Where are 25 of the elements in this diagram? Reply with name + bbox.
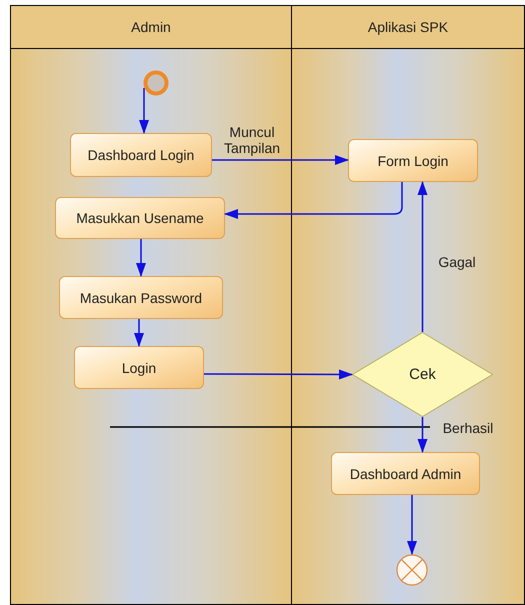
arrow bbox=[136, 239, 146, 277]
swimlane bbox=[291, 5, 525, 605]
activity-box: Dashboard Admin bbox=[331, 452, 480, 495]
decision-diamond: Cek bbox=[352, 332, 493, 417]
activity-box: Dashboard Login bbox=[70, 133, 212, 177]
edge-label: Berhasil bbox=[442, 420, 494, 436]
final-node bbox=[396, 554, 428, 586]
arrow bbox=[134, 319, 144, 347]
activity-box: Form Login bbox=[348, 139, 478, 182]
arrow bbox=[212, 155, 349, 165]
arrow bbox=[139, 88, 149, 134]
edge-label: Muncul Tampilan bbox=[222, 124, 282, 156]
activity-box: Login bbox=[74, 346, 204, 389]
activity-box: Masukan Password bbox=[59, 276, 223, 319]
arrow bbox=[204, 369, 353, 380]
arrow bbox=[224, 182, 403, 219]
initial-node bbox=[143, 70, 169, 96]
arrow bbox=[418, 417, 428, 453]
edge-label: Gagal bbox=[437, 254, 477, 270]
lane-header: Aplikasi SPK bbox=[292, 6, 524, 49]
arrow bbox=[407, 495, 417, 555]
activity-box: Masukkan Usename bbox=[55, 197, 225, 239]
arrow bbox=[418, 181, 428, 332]
lane-header: Admin bbox=[11, 6, 291, 49]
swimlane bbox=[10, 5, 292, 605]
